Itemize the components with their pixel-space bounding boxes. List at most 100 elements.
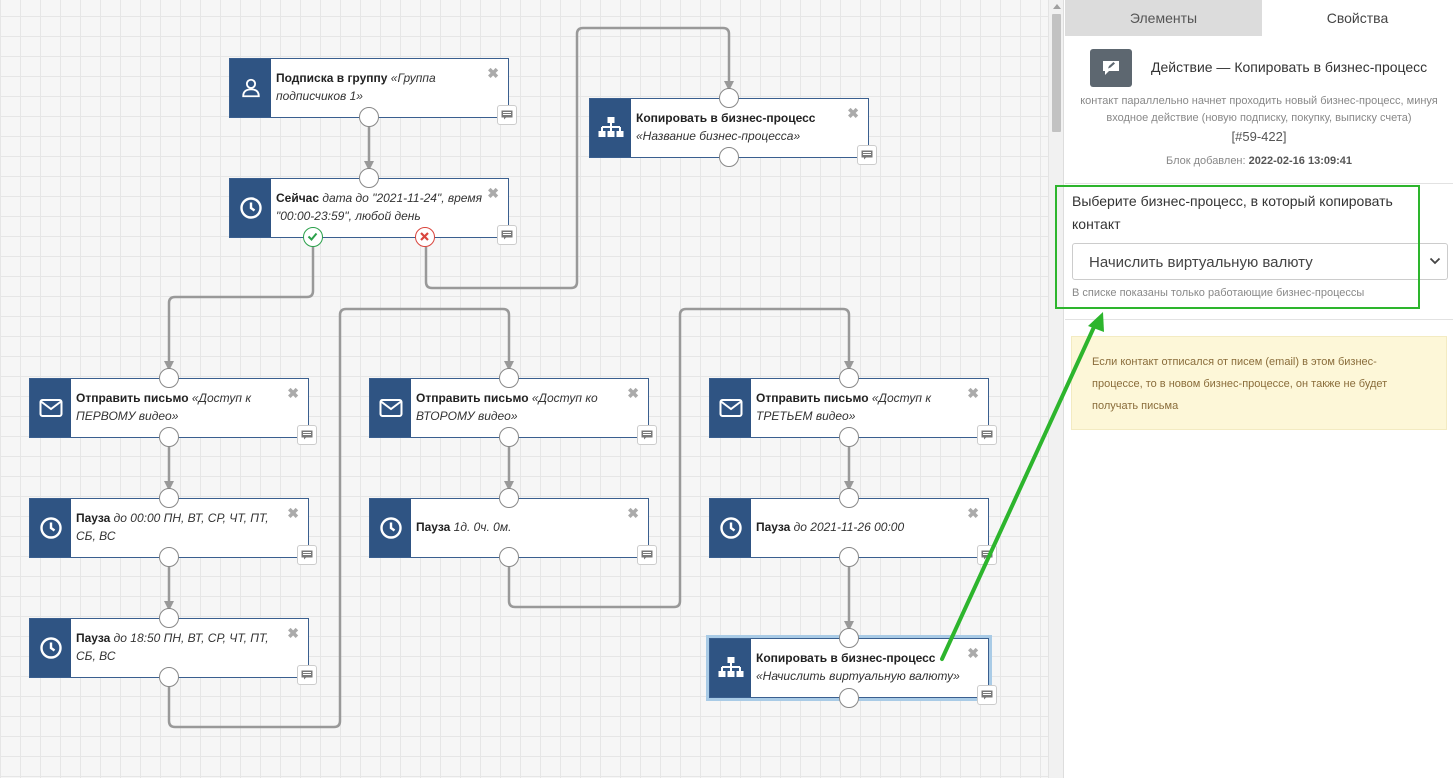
block-detail: «Доступ ко ВТОРОМУ видео»	[416, 391, 598, 423]
comment-icon[interactable]	[497, 225, 517, 245]
comment-icon[interactable]	[297, 545, 317, 565]
output-port[interactable]	[839, 427, 859, 447]
comment-icon[interactable]	[637, 425, 657, 445]
close-icon[interactable]: ✖	[287, 385, 299, 401]
block-detail: до 2021-11-26 00:00	[793, 520, 905, 534]
input-port[interactable]	[159, 488, 179, 508]
block-title: Копировать в бизнес-процесс	[756, 651, 936, 665]
sitemap-icon	[590, 99, 631, 157]
action-title: Действие — Копировать в бизнес-процесс	[1151, 59, 1428, 75]
close-icon[interactable]: ✖	[847, 105, 859, 121]
comment-icon[interactable]	[977, 545, 997, 565]
block-text: Сейчас дата до "2021-11-24", время "00:0…	[276, 189, 490, 225]
close-icon[interactable]: ✖	[287, 505, 299, 521]
envelope-icon	[710, 379, 751, 437]
block-detail: «Начислить виртуальную валюту»	[756, 669, 960, 683]
scroll-up-arrow-icon[interactable]	[1053, 4, 1061, 9]
comment-icon[interactable]	[297, 425, 317, 445]
block-detail: дата до "2021-11-24", время "00:00-23:59…	[276, 191, 482, 223]
connector-lines	[164, 26, 854, 729]
block-detail: «Доступ к ПЕРВОМУ видео»	[76, 391, 252, 423]
input-port[interactable]	[839, 628, 859, 648]
select-label: Выберите бизнес-процесс, в который копир…	[1072, 193, 1393, 232]
output-port[interactable]	[159, 667, 179, 687]
flow-block-now[interactable]: Сейчас дата до "2021-11-24", время "00:0…	[229, 178, 509, 238]
input-port[interactable]	[499, 488, 519, 508]
flow-block-copy-process[interactable]: Копировать в бизнес-процесс «Название биз…	[589, 98, 869, 158]
canvas-vertical-scrollbar[interactable]	[1048, 0, 1064, 778]
block-title: Отправить письмо	[416, 391, 529, 405]
block-text: Пауза до 2021-11-26 00:00	[756, 518, 970, 536]
close-icon[interactable]: ✖	[487, 185, 499, 201]
sitemap-icon	[710, 639, 751, 697]
block-detail: до 00:00 ПН, ВТ, СР, ЧТ, ПТ, СБ, ВС	[76, 511, 269, 543]
input-port[interactable]	[719, 88, 739, 108]
flow-block-pause-1[interactable]: Пауза до 00:00 ПН, ВТ, СР, ЧТ, ПТ, СБ, В…	[29, 498, 309, 558]
input-port[interactable]	[839, 368, 859, 388]
block-title: Копировать в бизнес-процесс	[636, 111, 816, 125]
output-port[interactable]	[159, 427, 179, 447]
block-title: Отправить письмо	[756, 391, 869, 405]
block-text: Пауза до 18:50 ПН, ВТ, СР, ЧТ, ПТ, СБ, В…	[76, 629, 290, 665]
panel-tabs: Элементы Свойства	[1065, 0, 1453, 36]
block-title: Пауза	[76, 511, 111, 525]
output-port[interactable]	[499, 547, 519, 567]
clock-icon	[370, 499, 411, 557]
block-detail: «Доступ к ТРЕТЬЕМ видео»	[756, 391, 932, 423]
block-detail: «Группа подписчиков 1»	[276, 71, 436, 103]
block-text: Подписка в группу «Группа подписчиков 1»	[276, 69, 490, 105]
block-text: Отправить письмо «Доступ к ПЕРВОМУ видео…	[76, 389, 290, 425]
block-title: Сейчас	[276, 191, 320, 205]
input-port[interactable]	[159, 368, 179, 388]
select-hint: В списке показаны только работающие бизн…	[1072, 287, 1365, 299]
comment-icon[interactable]	[637, 545, 657, 565]
flow-canvas[interactable]: Подписка в группу «Группа подписчиков 1»…	[0, 0, 1048, 778]
input-port[interactable]	[359, 168, 379, 188]
block-title: Пауза	[416, 520, 451, 534]
comment-icon[interactable]	[977, 425, 997, 445]
comment-edit-icon	[1090, 49, 1132, 87]
input-port[interactable]	[159, 608, 179, 628]
clock-icon	[230, 179, 271, 237]
block-added: Блок добавлен: 2022-02-16 13:09:41	[1065, 155, 1453, 167]
comment-icon[interactable]	[857, 145, 877, 165]
block-title: Подписка в группу	[276, 71, 388, 85]
comment-icon[interactable]	[977, 685, 997, 705]
close-icon[interactable]: ✖	[287, 625, 299, 641]
close-icon[interactable]: ✖	[967, 505, 979, 521]
close-icon[interactable]: ✖	[627, 505, 639, 521]
yes-port-check-icon[interactable]	[303, 227, 323, 247]
select-value: Начислить виртуальную валюту	[1089, 254, 1313, 271]
tab-properties[interactable]: Свойства	[1262, 0, 1453, 36]
output-port[interactable]	[359, 107, 379, 127]
block-title: Отправить письмо	[76, 391, 189, 405]
block-text: Отправить письмо «Доступ ко ВТОРОМУ виде…	[416, 389, 630, 425]
flow-block-send-email-1[interactable]: Отправить письмо «Доступ к ПЕРВОМУ видео…	[29, 378, 309, 438]
no-port-cross-icon[interactable]	[415, 227, 435, 247]
tab-elements[interactable]: Элементы	[1065, 0, 1262, 36]
block-text: Копировать в бизнес-процесс «Начислить ви…	[756, 649, 970, 685]
properties-panel: Элементы Свойства Действие — Копировать …	[1065, 0, 1453, 778]
close-icon[interactable]: ✖	[487, 65, 499, 81]
input-port[interactable]	[839, 488, 859, 508]
output-port[interactable]	[159, 547, 179, 567]
block-added-value: 2022-02-16 13:09:41	[1248, 155, 1352, 167]
block-detail: «Название бизнес-процесса»	[636, 129, 801, 143]
comment-icon[interactable]	[297, 665, 317, 685]
close-icon[interactable]: ✖	[627, 385, 639, 401]
action-description: контакт параллельно начнет проходить нов…	[1080, 95, 1438, 124]
output-port[interactable]	[839, 688, 859, 708]
business-process-select[interactable]: Начислить виртуальную валюту	[1072, 243, 1448, 280]
scrollbar-thumb[interactable]	[1052, 14, 1061, 132]
clock-icon	[710, 499, 751, 557]
input-port[interactable]	[499, 368, 519, 388]
comment-icon[interactable]	[497, 105, 517, 125]
block-text: Пауза 1д. 0ч. 0м.	[416, 518, 630, 536]
close-icon[interactable]: ✖	[967, 385, 979, 401]
output-port[interactable]	[839, 547, 859, 567]
output-port[interactable]	[499, 427, 519, 447]
flow-block-send-email-2[interactable]: Отправить письмо «Доступ ко ВТОРОМУ виде…	[369, 378, 649, 438]
output-port[interactable]	[719, 147, 739, 167]
close-icon[interactable]: ✖	[967, 645, 979, 661]
divider	[1065, 183, 1453, 184]
